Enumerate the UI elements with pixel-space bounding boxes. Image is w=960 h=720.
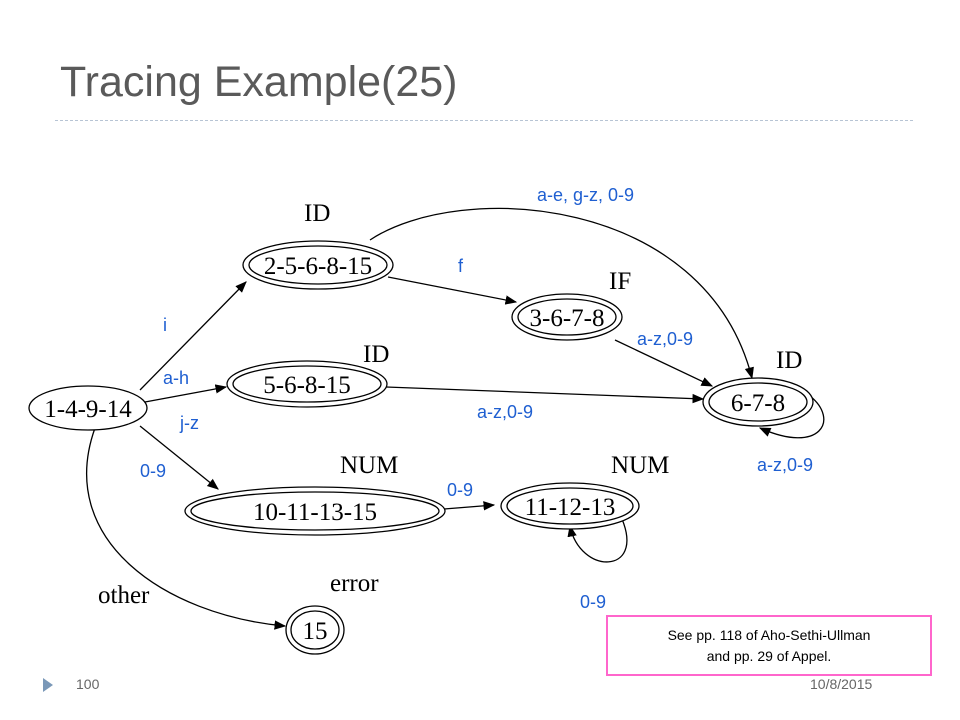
- edge-start-to-s5: [144, 384, 228, 403]
- slide-date: 10/8/2015: [810, 676, 873, 692]
- tag-s2: ID: [304, 200, 330, 227]
- edge-s11-loop: [567, 518, 628, 563]
- edge-s2-to-s3: [387, 276, 518, 305]
- title-divider: [55, 120, 913, 121]
- edge-label-f: f: [458, 256, 464, 276]
- tag-s5: ID: [363, 341, 389, 368]
- edge-s5-to-s6: [385, 386, 705, 404]
- edge-label-s11-loop: 0-9: [580, 592, 606, 612]
- tag-s15: error: [330, 570, 379, 597]
- tag-s10: NUM: [340, 452, 398, 479]
- state-s11-label: 11-12-13: [525, 494, 616, 521]
- state-s10-node: [184, 486, 446, 536]
- edge-label-s3-s6: a-z,0-9: [637, 329, 693, 349]
- state-start-node: [28, 385, 148, 431]
- state-s6-label: 6-7-8: [731, 390, 785, 417]
- state-s6-node: [702, 377, 814, 427]
- state-s2-label: 2-5-6-8-15: [264, 253, 372, 280]
- edge-start-to-s2: [139, 281, 247, 391]
- state-start-label: 1-4-9-14: [44, 396, 132, 423]
- edge-label-s2-s6: a-e, g-z, 0-9: [537, 185, 634, 205]
- edge-s3-to-s6: [614, 339, 714, 387]
- tag-other: other: [98, 582, 150, 609]
- edge-label-s5-s6: a-z,0-9: [477, 402, 533, 422]
- edge-s10-to-s11: [443, 501, 496, 511]
- page-number: 100: [76, 676, 100, 692]
- edge-s6-loop: [758, 395, 825, 439]
- state-s2-node: [242, 240, 394, 290]
- state-s3-node: [511, 293, 623, 341]
- state-s10-label: 10-11-13-15: [253, 499, 377, 526]
- edge-label-j-z: j-z: [179, 413, 199, 433]
- state-s11-node: [500, 482, 640, 530]
- edge-start-to-s15: [86, 427, 287, 630]
- state-s5-label: 5-6-8-15: [263, 372, 350, 399]
- slide-title: Tracing Example(25): [60, 58, 458, 106]
- tag-s6: ID: [776, 347, 802, 374]
- state-s5-node: [226, 360, 388, 408]
- footer-bullet-icon: [43, 678, 53, 692]
- edge-label-s6-loop: a-z,0-9: [757, 455, 813, 475]
- edge-label-s10-s11: 0-9: [447, 480, 473, 500]
- reference-note-line-1: See pp. 118 of Aho-Sethi-Ullman: [667, 626, 871, 643]
- state-s3-label: 3-6-7-8: [530, 305, 605, 332]
- edge-label-a-h: a-h: [163, 368, 189, 388]
- edge-label-i: i: [163, 315, 167, 335]
- state-s15-node: [285, 605, 345, 655]
- edge-start-to-s10: [139, 425, 219, 490]
- reference-note-line-2: and pp. 29 of Appel.: [706, 647, 832, 664]
- edge-label-start-s10: 0-9: [140, 461, 166, 481]
- reference-note: See pp. 118 of Aho-Sethi-Ullman and pp. …: [606, 615, 932, 676]
- state-s15-label: 15: [303, 618, 328, 645]
- tag-s11: NUM: [611, 452, 669, 479]
- edge-s2-to-s6: [369, 207, 754, 380]
- tag-s3: IF: [609, 268, 631, 295]
